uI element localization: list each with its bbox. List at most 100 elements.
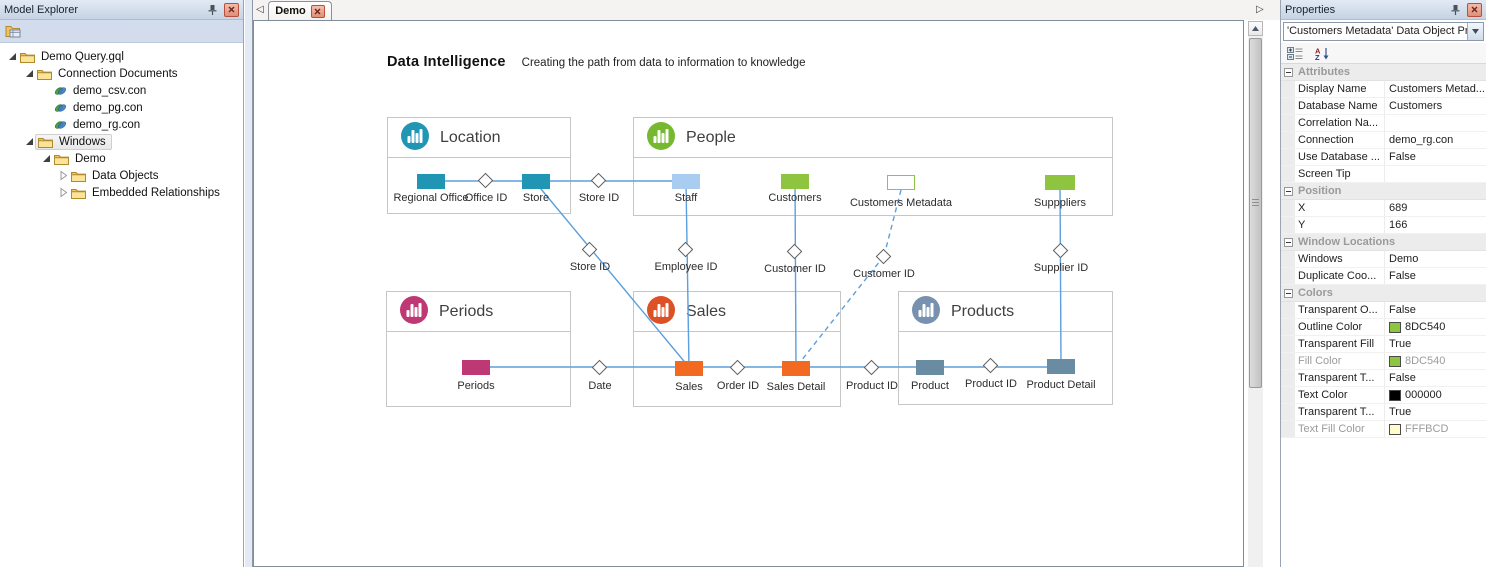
collapse-icon[interactable] — [1284, 186, 1293, 196]
property-value[interactable]: demo_rg.con — [1385, 132, 1486, 148]
tree-item-demo[interactable]: Demo — [0, 150, 243, 167]
property-row-use-database[interactable]: Use Database ...False — [1281, 149, 1486, 166]
property-value[interactable]: True — [1385, 336, 1486, 352]
tree-expander-icon[interactable] — [57, 170, 69, 181]
collapse-icon[interactable] — [1284, 237, 1293, 247]
property-category-attributes[interactable]: Attributes — [1281, 64, 1486, 81]
property-value[interactable]: 166 — [1385, 217, 1486, 233]
node-product-node[interactable] — [916, 359, 944, 375]
property-row-correlation-na[interactable]: Correlation Na... — [1281, 115, 1486, 132]
tree-expander-icon[interactable] — [23, 136, 35, 147]
relationship-order-id[interactable] — [729, 359, 746, 376]
node-sales-detail[interactable] — [782, 360, 810, 376]
panel-splitter[interactable] — [245, 0, 253, 567]
property-category-position[interactable]: Position — [1281, 183, 1486, 200]
property-value[interactable]: 689 — [1385, 200, 1486, 216]
vertical-scrollbar[interactable] — [1248, 21, 1263, 567]
property-value[interactable]: True — [1385, 404, 1486, 420]
node-suppliers[interactable] — [1045, 174, 1075, 190]
property-row-screen-tip[interactable]: Screen Tip — [1281, 166, 1486, 183]
relationship-customer-id[interactable] — [786, 243, 803, 260]
relationship-product-id-2[interactable] — [982, 357, 999, 374]
property-row-transparent-o[interactable]: Transparent O...False — [1281, 302, 1486, 319]
node-staff[interactable] — [672, 173, 700, 189]
pin-icon[interactable] — [1448, 3, 1463, 17]
relationship-store-id-top[interactable] — [590, 172, 607, 189]
property-category-window-locations[interactable]: Window Locations — [1281, 234, 1486, 251]
tab-scroll-right-icon[interactable]: ▷ — [1256, 4, 1264, 15]
tree-expander-icon[interactable] — [40, 153, 52, 164]
node-customers[interactable] — [781, 173, 809, 189]
property-row-transparent-t[interactable]: Transparent T...False — [1281, 370, 1486, 387]
entity-box-products[interactable]: Products — [898, 291, 1113, 405]
property-value[interactable]: 000000 — [1385, 387, 1486, 403]
property-value[interactable]: 8DC540 — [1385, 353, 1486, 369]
entity-box-periods[interactable]: Periods — [386, 291, 571, 407]
relationship-employee-id[interactable] — [677, 241, 694, 258]
node-sales-node[interactable] — [675, 360, 703, 376]
tree-item-connection-documents[interactable]: Connection Documents — [0, 65, 243, 82]
node-periods-node[interactable] — [462, 359, 490, 375]
relationship-date[interactable] — [591, 359, 608, 376]
property-row-duplicate-coo[interactable]: Duplicate Coo...False — [1281, 268, 1486, 285]
property-value[interactable] — [1385, 166, 1486, 182]
property-value[interactable]: False — [1385, 268, 1486, 284]
chevron-down-icon[interactable] — [1467, 23, 1483, 40]
property-value[interactable]: Customers — [1385, 98, 1486, 114]
scrollbar-thumb[interactable] — [1249, 38, 1262, 388]
property-value[interactable]: FFFBCD — [1385, 421, 1486, 437]
property-row-transparent-t[interactable]: Transparent T...True — [1281, 404, 1486, 421]
property-value[interactable]: 8DC540 — [1385, 319, 1486, 335]
collapse-icon[interactable] — [1284, 67, 1293, 77]
node-store[interactable] — [522, 173, 550, 189]
scroll-up-icon[interactable] — [1248, 21, 1263, 36]
property-value[interactable]: False — [1385, 149, 1486, 165]
entity-box-sales[interactable]: Sales — [633, 291, 841, 407]
categorized-view-icon[interactable] — [1285, 44, 1305, 63]
tree-expander-icon[interactable] — [6, 51, 18, 62]
tree-item-demo-rg-con[interactable]: demo_rg.con — [0, 116, 243, 133]
tab-scroll-left-icon[interactable]: ◁ — [256, 4, 264, 15]
tab-demo[interactable]: Demo — [268, 1, 332, 20]
property-category-colors[interactable]: Colors — [1281, 285, 1486, 302]
property-value[interactable]: Customers Metad... — [1385, 81, 1486, 97]
property-value[interactable]: False — [1385, 302, 1486, 318]
tree-expander-icon[interactable] — [23, 68, 35, 79]
relationship-customer-id-metadata[interactable] — [875, 248, 892, 265]
relationship-store-id-mid[interactable] — [581, 241, 598, 258]
object-selector-dropdown[interactable]: 'Customers Metadata' Data Object Prop — [1283, 22, 1484, 41]
property-value[interactable] — [1385, 115, 1486, 131]
tree-item-windows[interactable]: Windows — [0, 133, 243, 150]
close-icon[interactable] — [1467, 2, 1482, 17]
tree-item-data-objects[interactable]: Data Objects — [0, 167, 243, 184]
node-customers-metadata[interactable] — [887, 174, 915, 190]
node-regional-office[interactable] — [417, 173, 445, 189]
folder-properties-icon[interactable] — [3, 22, 23, 41]
collapse-icon[interactable] — [1284, 288, 1293, 298]
tree-item-demo-pg-con[interactable]: demo_pg.con — [0, 99, 243, 116]
property-value[interactable]: Demo — [1385, 251, 1486, 267]
close-icon[interactable] — [224, 2, 239, 17]
pin-icon[interactable] — [205, 3, 220, 17]
node-product-detail[interactable] — [1047, 358, 1075, 374]
tree-item-demo-csv-con[interactable]: demo_csv.con — [0, 82, 243, 99]
relationship-office-id[interactable] — [477, 172, 494, 189]
property-value[interactable]: False — [1385, 370, 1486, 386]
relationship-supplier-id[interactable] — [1052, 242, 1069, 259]
tab-close-icon[interactable] — [310, 4, 325, 18]
entity-box-location[interactable]: Location — [387, 117, 571, 214]
relationship-product-id-1[interactable] — [863, 359, 880, 376]
tree-item-embedded-relationships[interactable]: Embedded Relationships — [0, 184, 243, 201]
